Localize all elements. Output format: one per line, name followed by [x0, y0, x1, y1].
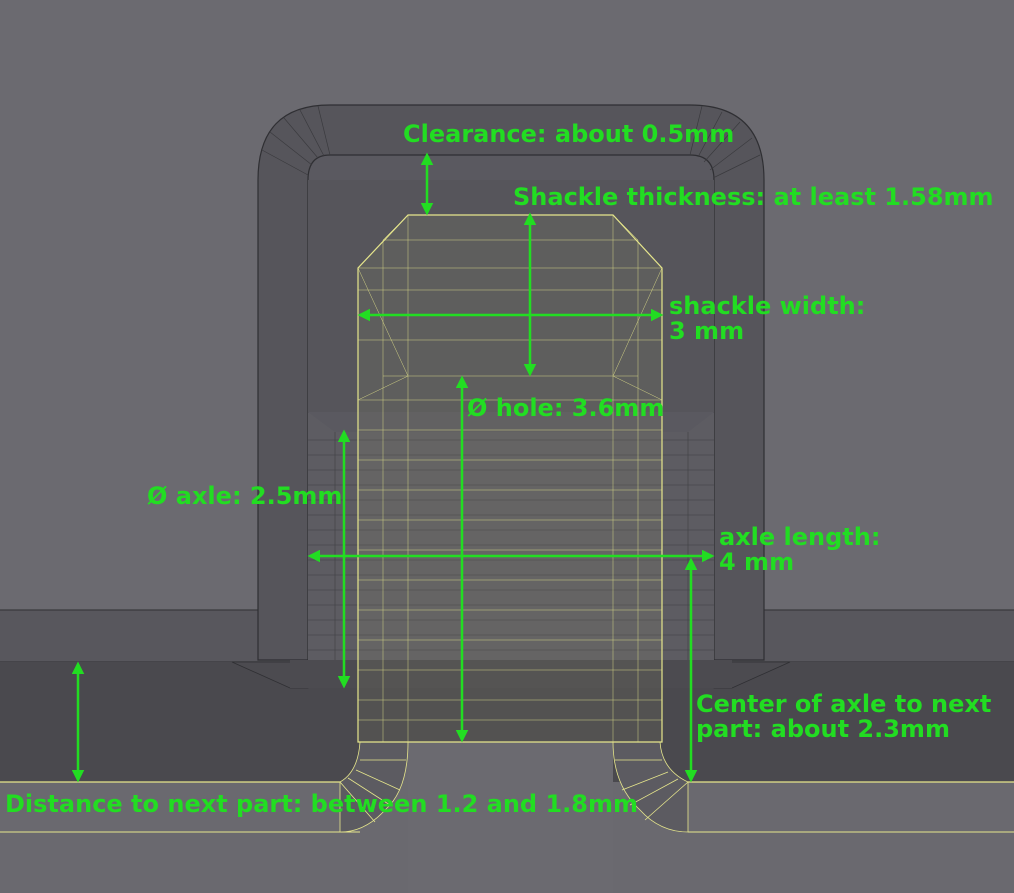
center-to-next-label-line1: Center of axle to next [696, 690, 991, 718]
left-fillet [339, 741, 409, 833]
hole-diameter-label: Ø hole: 3.6mm [467, 394, 664, 422]
axle-length-label-line1: axle length: [719, 523, 880, 551]
shackle-wireframe [357, 214, 663, 743]
distance-next-part-label: Distance to next part: between 1.2 and 1… [5, 790, 638, 818]
shackle-width-label-line2: 3 mm [669, 317, 744, 345]
shackle-thickness-label: Shackle thickness: at least 1.58mm [513, 183, 994, 211]
dimension-arrows [71, 152, 715, 783]
center-to-next-label-line2: part: about 2.3mm [696, 715, 950, 743]
clearance-label: Clearance: about 0.5mm [403, 120, 734, 148]
shackle-width-label-line1: shackle width: [669, 292, 865, 320]
axle-length-label-line2: 4 mm [719, 548, 794, 576]
axle-diameter-label: Ø axle: 2.5mm [147, 482, 342, 510]
axle-cylinder [290, 412, 732, 688]
next-part [0, 742, 1014, 893]
